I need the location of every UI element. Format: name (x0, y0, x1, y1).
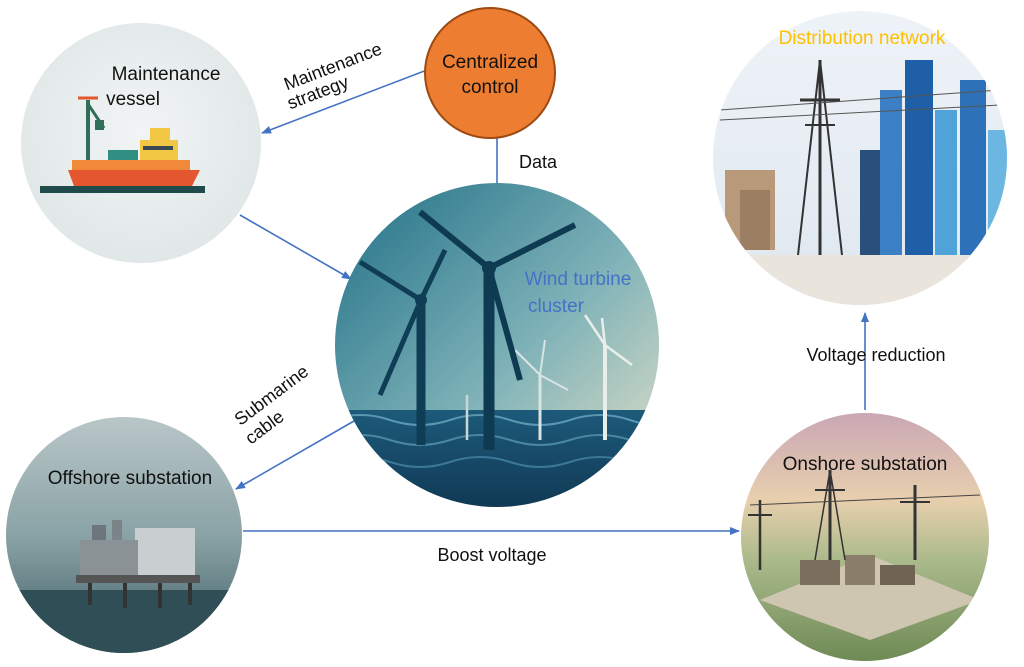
distribution-network-label: Distribution network (779, 28, 946, 49)
centralized-control-label-line2: control (461, 77, 518, 98)
centralized-control-node: Centralized control (424, 7, 556, 139)
offshore-substation-label: Offshore substation (48, 468, 212, 489)
edge-label-data: Data (519, 152, 558, 172)
wind-cluster-label-line2: cluster (528, 296, 585, 317)
centralized-control-label-line1: Centralized (442, 52, 538, 73)
vessel-illustration (40, 96, 205, 193)
maintenance-vessel-label-line2: vessel (106, 89, 160, 110)
arrow-maintenance-strategy (261, 69, 428, 134)
distribution-network-node: Distribution network (713, 11, 1007, 305)
arrow-submarine-cable (235, 420, 355, 490)
maintenance-vessel-node: Maintenance vessel (21, 23, 261, 263)
wind-turbine-cluster-node: Wind turbine cluster (335, 183, 659, 507)
offshore-substation-node: Offshore substation (6, 417, 242, 653)
arrows (235, 69, 869, 535)
edge-label-voltage-reduction: Voltage reduction (806, 345, 945, 365)
onshore-substation-label: Onshore substation (783, 454, 948, 475)
arrow-vessel-to-cluster (239, 214, 352, 280)
onshore-substation-illustration (748, 469, 981, 640)
wind-cluster-label-line1: Wind turbine (525, 269, 632, 290)
centralized-control-circle (424, 7, 556, 139)
onshore-substation-node: Onshore substation (741, 413, 989, 661)
edge-label-boost-voltage: Boost voltage (437, 545, 546, 565)
maintenance-vessel-label-line1: Maintenance (112, 64, 221, 85)
